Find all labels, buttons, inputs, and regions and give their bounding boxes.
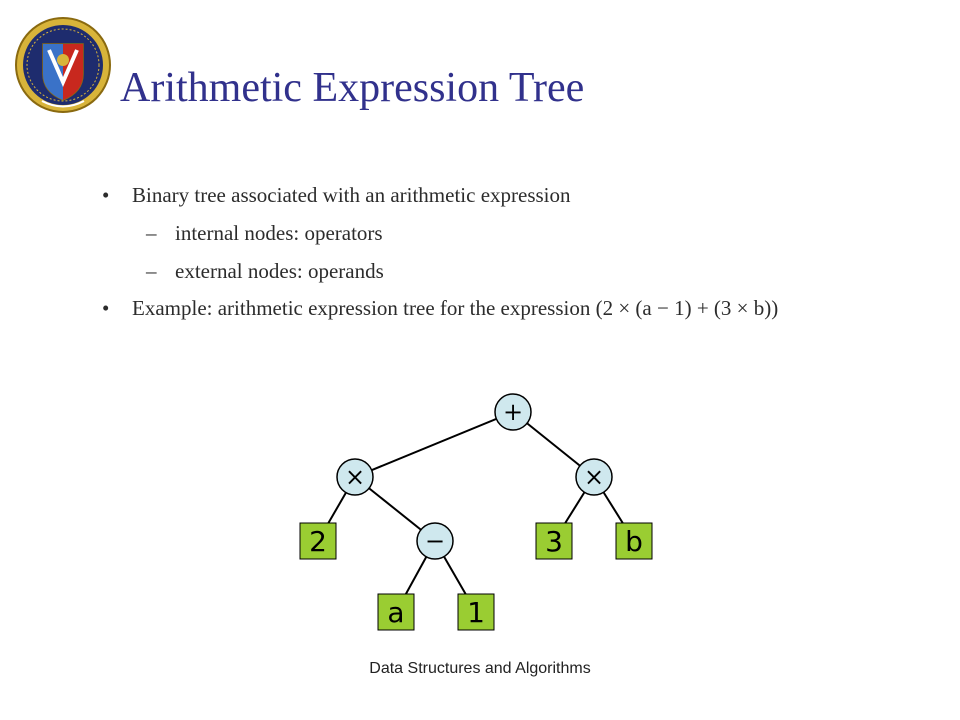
tree-node-times-left: × <box>336 458 374 496</box>
bullet-text: Example: arithmetic expression tree for … <box>132 296 779 320</box>
slide-title: Arithmetic Expression Tree <box>120 65 585 111</box>
tree-node-label: b <box>625 525 643 558</box>
tree-node-label: + <box>503 398 523 426</box>
tree-node-label: × <box>584 463 604 491</box>
tree-node-times-right: × <box>575 458 613 496</box>
tree-node-label: 1 <box>467 596 485 629</box>
sub-bullet-marker: – <box>146 221 157 245</box>
sub-bullet-marker: – <box>146 259 157 283</box>
tree-node-shape <box>494 393 532 431</box>
tree-edge-plus-times-left <box>354 411 514 478</box>
bullet-text: Binary tree associated with an arithmeti… <box>132 183 571 207</box>
tree-node-shape <box>615 522 653 560</box>
tree-node-one: 1 <box>457 593 495 631</box>
sub-bullet-text: external nodes: operands <box>175 259 384 283</box>
tree-node-minus: − <box>416 522 454 560</box>
tree-node-shape <box>377 593 415 631</box>
tree-node-label: − <box>425 527 445 555</box>
bullet-list: • Binary tree associated with an arithme… <box>100 180 890 323</box>
sub-bullet-item: – internal nodes: operators <box>100 218 890 248</box>
tree-node-b: b <box>615 522 653 560</box>
tree-node-two: 2 <box>299 522 337 560</box>
bullet-marker: • <box>102 183 110 207</box>
sub-bullet-item: – external nodes: operands <box>100 256 890 286</box>
tree-node-label: 2 <box>309 525 327 558</box>
bullet-marker: • <box>102 296 110 320</box>
bullet-item: • Example: arithmetic expression tree fo… <box>100 293 890 323</box>
tree-node-shape <box>336 458 374 496</box>
sub-bullet-text: internal nodes: operators <box>175 221 383 245</box>
institute-crest-logo <box>15 17 111 113</box>
tree-node-three: 3 <box>535 522 573 560</box>
slide-footer: Data Structures and Algorithms <box>369 660 591 677</box>
tree-node-label: × <box>345 463 365 491</box>
bullet-item: • Binary tree associated with an arithme… <box>100 180 890 210</box>
tree-node-plus: + <box>494 393 532 431</box>
tree-node-shape <box>299 522 337 560</box>
tree-node-shape <box>457 593 495 631</box>
tree-node-a: a <box>377 593 415 631</box>
tree-node-label: 3 <box>545 525 563 558</box>
tree-node-label: a <box>387 596 404 629</box>
tree-node-shape <box>535 522 573 560</box>
tree-node-shape <box>575 458 613 496</box>
tree-node-shape <box>416 522 454 560</box>
